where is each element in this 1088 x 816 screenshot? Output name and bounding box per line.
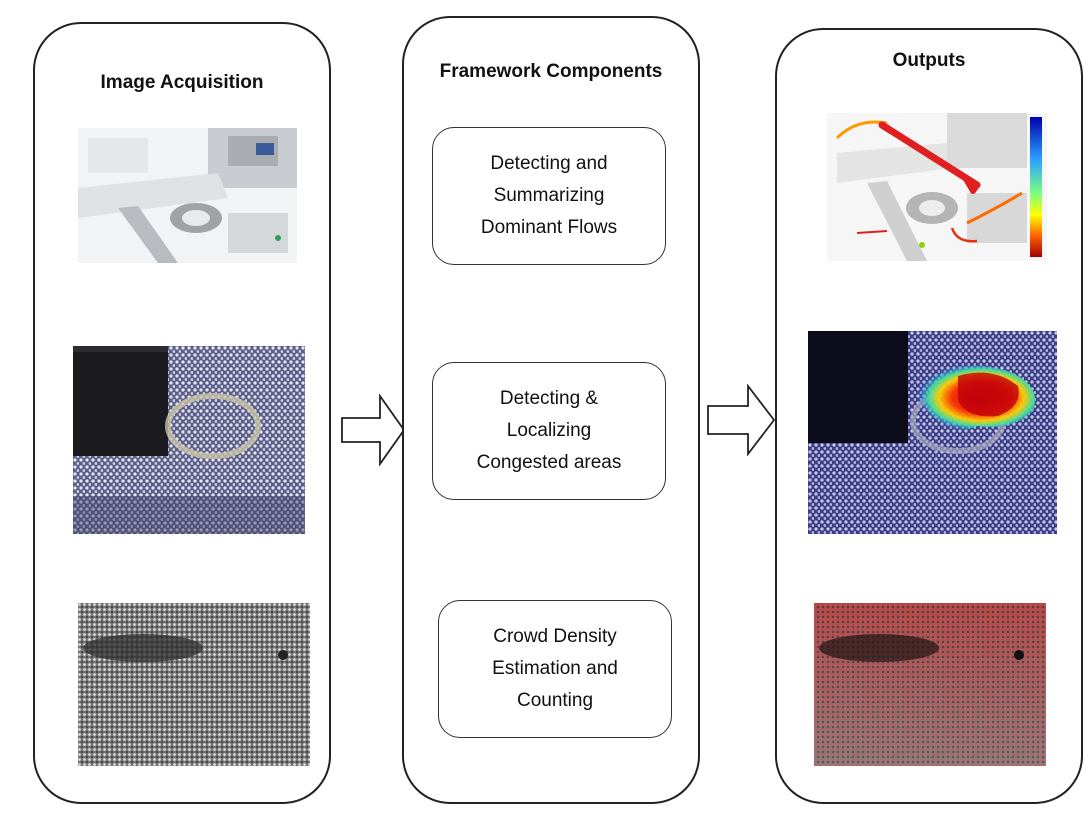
component-label: Detecting & Localizing Congested areas [476, 388, 622, 473]
flow-arrow-1 [341, 394, 406, 466]
dominant-flow-output-image [827, 113, 1047, 261]
panel-title-outputs: Outputs [892, 50, 966, 71]
flow-arrow-2 [707, 384, 776, 456]
panel-title-acquisition: Image Acquisition [100, 72, 264, 93]
congestion-heatmap-output-image [808, 331, 1057, 534]
density-map-output-image [814, 603, 1046, 766]
grayscale-crowd-photo [78, 603, 310, 766]
component-label: Crowd Density Estimation and Counting [492, 626, 618, 711]
component-density-counting: Crowd Density Estimation and Counting [438, 600, 672, 738]
aerial-crowd-photo [78, 128, 297, 263]
panel-title-framework: Framework Components [439, 61, 663, 82]
component-dominant-flows: Detecting and Summarizing Dominant Flows [432, 127, 666, 265]
component-label: Detecting and Summarizing Dominant Flows [480, 153, 618, 238]
kaaba-crowd-photo [73, 346, 305, 534]
component-congested-areas: Detecting & Localizing Congested areas [432, 362, 666, 500]
